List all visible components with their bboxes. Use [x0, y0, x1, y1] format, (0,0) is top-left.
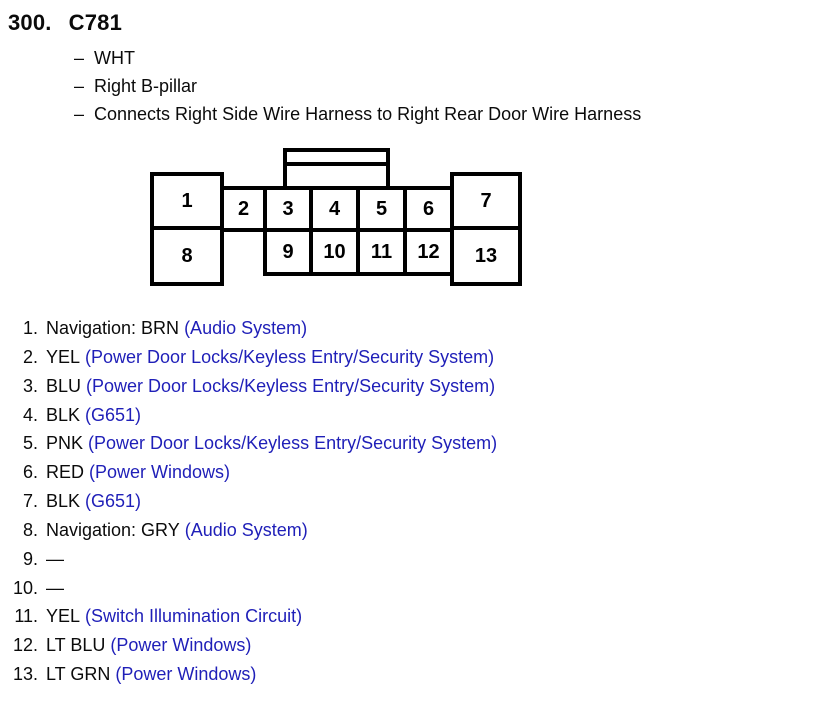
connector-cell-2: 2 — [220, 186, 267, 232]
pin-wire-label: — — [46, 548, 64, 569]
cell-number: 3 — [282, 197, 294, 220]
cell-number: 6 — [422, 197, 435, 220]
connector-cell-3: 3 — [263, 186, 313, 232]
pin-number: 9. — [22, 548, 38, 569]
connector-cell-10: 10 — [309, 228, 360, 276]
pin-wire-label: YEL — [46, 606, 81, 627]
pin-circuit-link[interactable]: (Power Windows) — [115, 664, 257, 685]
pin-row-13: 13. LT GRN (Power Windows) — [0, 664, 497, 693]
page-title: 300. C781 — [8, 10, 122, 36]
pin-wire-label: Navigation: BRN — [46, 318, 180, 338]
cell-number: 5 — [375, 197, 388, 220]
pin-wire-label: BLU — [46, 375, 82, 396]
pin-wire-label: LT GRN — [46, 664, 111, 685]
pin-row-6: 6. RED (Power Windows) — [0, 462, 497, 491]
cell-number: 13 — [474, 244, 498, 267]
connector-cell-8: 8 — [150, 226, 224, 286]
pin-row-2: 2. YEL (Power Door Locks/Keyless Entry/S… — [0, 347, 497, 376]
pin-circuit-link[interactable]: (Audio System) — [184, 318, 308, 338]
connector-cell-11: 11 — [356, 228, 407, 276]
cell-number: 1 — [181, 189, 193, 212]
pin-list: 1. Navigation: BRN (Audio System) 2. YEL… — [0, 318, 497, 693]
cell-number: 8 — [181, 244, 193, 267]
pin-row-10: 10. — — [0, 578, 497, 607]
pin-row-3: 3. BLU (Power Door Locks/Keyless Entry/S… — [0, 376, 497, 405]
cell-number: 9 — [282, 240, 294, 263]
pin-circuit-link[interactable]: (Power Door Locks/Keyless Entry/Security… — [86, 375, 496, 396]
cell-number: 7 — [480, 189, 492, 212]
connector-diagram: 1 2 3 4 5 6 7 8 9 10 11 12 13 — [150, 148, 522, 288]
pin-number: 5. — [22, 433, 38, 454]
connector-cell-9: 9 — [263, 228, 313, 276]
pin-wire-label: — — [46, 577, 64, 598]
pin-number: 1. — [22, 318, 38, 338]
pin-circuit-link[interactable]: (G651) — [85, 491, 142, 512]
pin-circuit-link[interactable]: (Power Windows) — [110, 635, 252, 656]
connector-cell-1: 1 — [150, 172, 224, 230]
cell-number: 2 — [237, 197, 250, 220]
pin-number: 7. — [22, 491, 38, 512]
pin-wire-label: PNK — [46, 433, 84, 454]
detail-description: – Connects Right Side Wire Harness to Ri… — [74, 100, 641, 128]
pin-row-9: 9. — — [0, 549, 497, 578]
detail-text: Right B-pillar — [94, 76, 198, 96]
connector-cell-12: 12 — [403, 228, 454, 276]
pin-row-1: 1. Navigation: BRN (Audio System) — [0, 318, 497, 347]
connector-cell-7: 7 — [450, 172, 522, 230]
pin-number: 2. — [22, 346, 38, 367]
connector-id: C781 — [68, 10, 123, 35]
pin-number: 6. — [22, 462, 38, 483]
pin-row-8: 8. Navigation: GRY (Audio System) — [0, 520, 497, 549]
pin-circuit-link[interactable]: (Audio System) — [184, 519, 308, 540]
pin-circuit-link[interactable]: (Power Door Locks/Keyless Entry/Security… — [88, 433, 498, 454]
pin-number: 11. — [14, 606, 38, 627]
pin-number: 3. — [22, 375, 38, 396]
pin-row-7: 7. BLK (G651) — [0, 491, 497, 520]
pin-circuit-link[interactable]: (Switch Illumination Circuit) — [85, 606, 303, 627]
connector-cell-6: 6 — [403, 186, 454, 232]
detail-color: – WHT — [74, 44, 641, 72]
pin-number: 4. — [22, 404, 38, 425]
pin-row-11: 11. YEL (Switch Illumination Circuit) — [0, 606, 497, 635]
cell-number: 12 — [417, 240, 440, 263]
pin-circuit-link[interactable]: (Power Windows) — [89, 462, 231, 483]
pin-wire-label: RED — [46, 462, 85, 483]
pin-row-5: 5. PNK (Power Door Locks/Keyless Entry/S… — [0, 433, 497, 462]
connector-lock-tab — [283, 148, 390, 190]
dash-bullet: – — [74, 104, 85, 124]
dash-bullet: – — [74, 76, 85, 96]
pin-circuit-link[interactable]: (G651) — [85, 404, 142, 425]
pin-wire-label: Navigation: GRY — [46, 519, 180, 540]
connector-lock-tab-ridge — [287, 152, 386, 166]
detail-text: WHT — [94, 48, 135, 68]
dash-bullet: – — [74, 48, 85, 68]
cell-number: 10 — [323, 240, 346, 263]
pin-number: 10. — [12, 577, 38, 598]
detail-location: – Right B-pillar — [74, 72, 641, 100]
connector-cell-4: 4 — [309, 186, 360, 232]
pin-row-4: 4. BLK (G651) — [0, 405, 497, 434]
pin-wire-label: BLK — [46, 404, 81, 425]
pin-wire-label: LT BLU — [46, 635, 106, 656]
connector-cell-5: 5 — [356, 186, 407, 232]
connector-index: 300. — [8, 10, 52, 35]
pin-number: 12. — [12, 635, 38, 656]
cell-number: 4 — [328, 197, 341, 220]
cell-number: 11 — [370, 240, 393, 263]
pin-number: 13. — [12, 664, 38, 685]
detail-text: Connects Right Side Wire Harness to Righ… — [94, 104, 642, 124]
connector-cell-13: 13 — [450, 226, 522, 286]
pin-row-12: 12. LT BLU (Power Windows) — [0, 635, 497, 664]
pin-wire-label: YEL — [46, 346, 81, 367]
pin-circuit-link[interactable]: (Power Door Locks/Keyless Entry/Security… — [85, 346, 495, 367]
pin-number: 8. — [22, 519, 38, 540]
connector-details: – WHT – Right B-pillar – Connects Right … — [74, 44, 641, 128]
pin-wire-label: BLK — [46, 491, 81, 512]
